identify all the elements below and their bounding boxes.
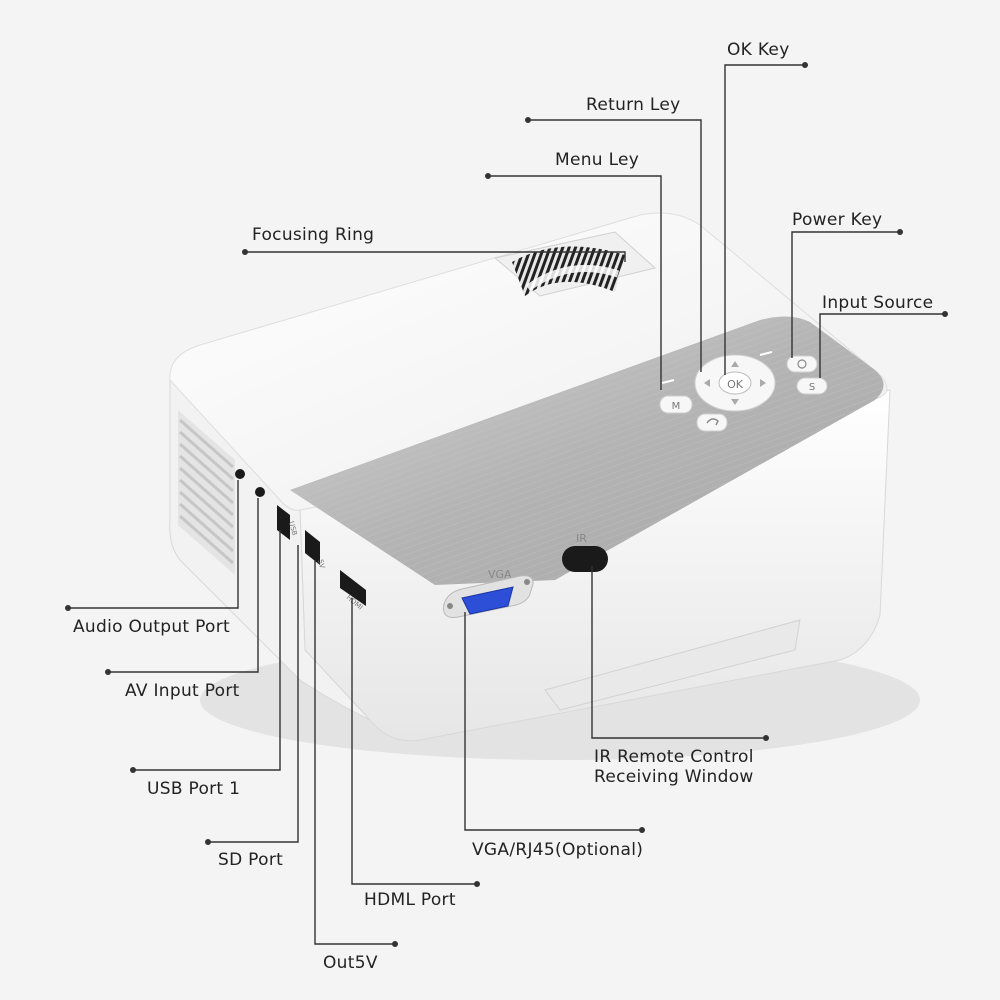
av-input-jack (255, 487, 265, 497)
ir-window: IR (562, 532, 608, 572)
return-button[interactable] (696, 413, 728, 432)
callout-focusing-ring: Focusing Ring (252, 225, 375, 245)
usb-port-mark: USB (287, 520, 298, 536)
callout-sd-port: SD Port (218, 850, 284, 870)
ok-button-mark: OK (727, 378, 744, 391)
callout-av-input-port: AV Input Port (125, 681, 240, 701)
menu-button-mark: M (672, 401, 681, 412)
source-button[interactable] (796, 377, 828, 395)
callout-out5v: Out5V (323, 953, 378, 973)
control-buttons: OK M S (659, 351, 828, 432)
callout-vga-rj45: VGA/RJ45(Optional) (472, 840, 644, 860)
callout-ir-window: IR Remote Control Receiving Window (594, 747, 754, 787)
callout-menu-key: Menu Ley (555, 150, 640, 170)
out5v-port-mark: 5V (316, 558, 326, 569)
focusing-ring-window (493, 231, 657, 297)
menu-button[interactable] (659, 395, 693, 414)
sd-port (305, 530, 320, 565)
projector-top-white (169, 212, 888, 511)
hdmi-port (340, 570, 366, 606)
audio-output-jack (235, 469, 245, 479)
callout-lines (65, 62, 948, 947)
callout-ir-window-line2: Receiving Window (594, 767, 754, 787)
power-button[interactable] (786, 355, 818, 373)
vga-port: VGA (443, 568, 534, 618)
callout-input-source: Input Source (822, 293, 934, 313)
callout-usb-port-1: USB Port 1 (147, 779, 241, 799)
callout-ok-key: OK Key (727, 40, 790, 60)
side-vent (178, 410, 235, 575)
callout-audio-output-port: Audio Output Port (73, 617, 230, 637)
callout-ir-window-line1: IR Remote Control (594, 747, 754, 767)
callout-return-key: Return Ley (586, 95, 681, 115)
source-button-mark: S (809, 382, 815, 393)
callout-power-key: Power Key (792, 210, 883, 230)
callout-hdml-port: HDML Port (364, 890, 456, 910)
vga-mark: VGA (488, 568, 512, 581)
ir-mark: IR (576, 532, 587, 545)
projector-base (544, 619, 801, 711)
